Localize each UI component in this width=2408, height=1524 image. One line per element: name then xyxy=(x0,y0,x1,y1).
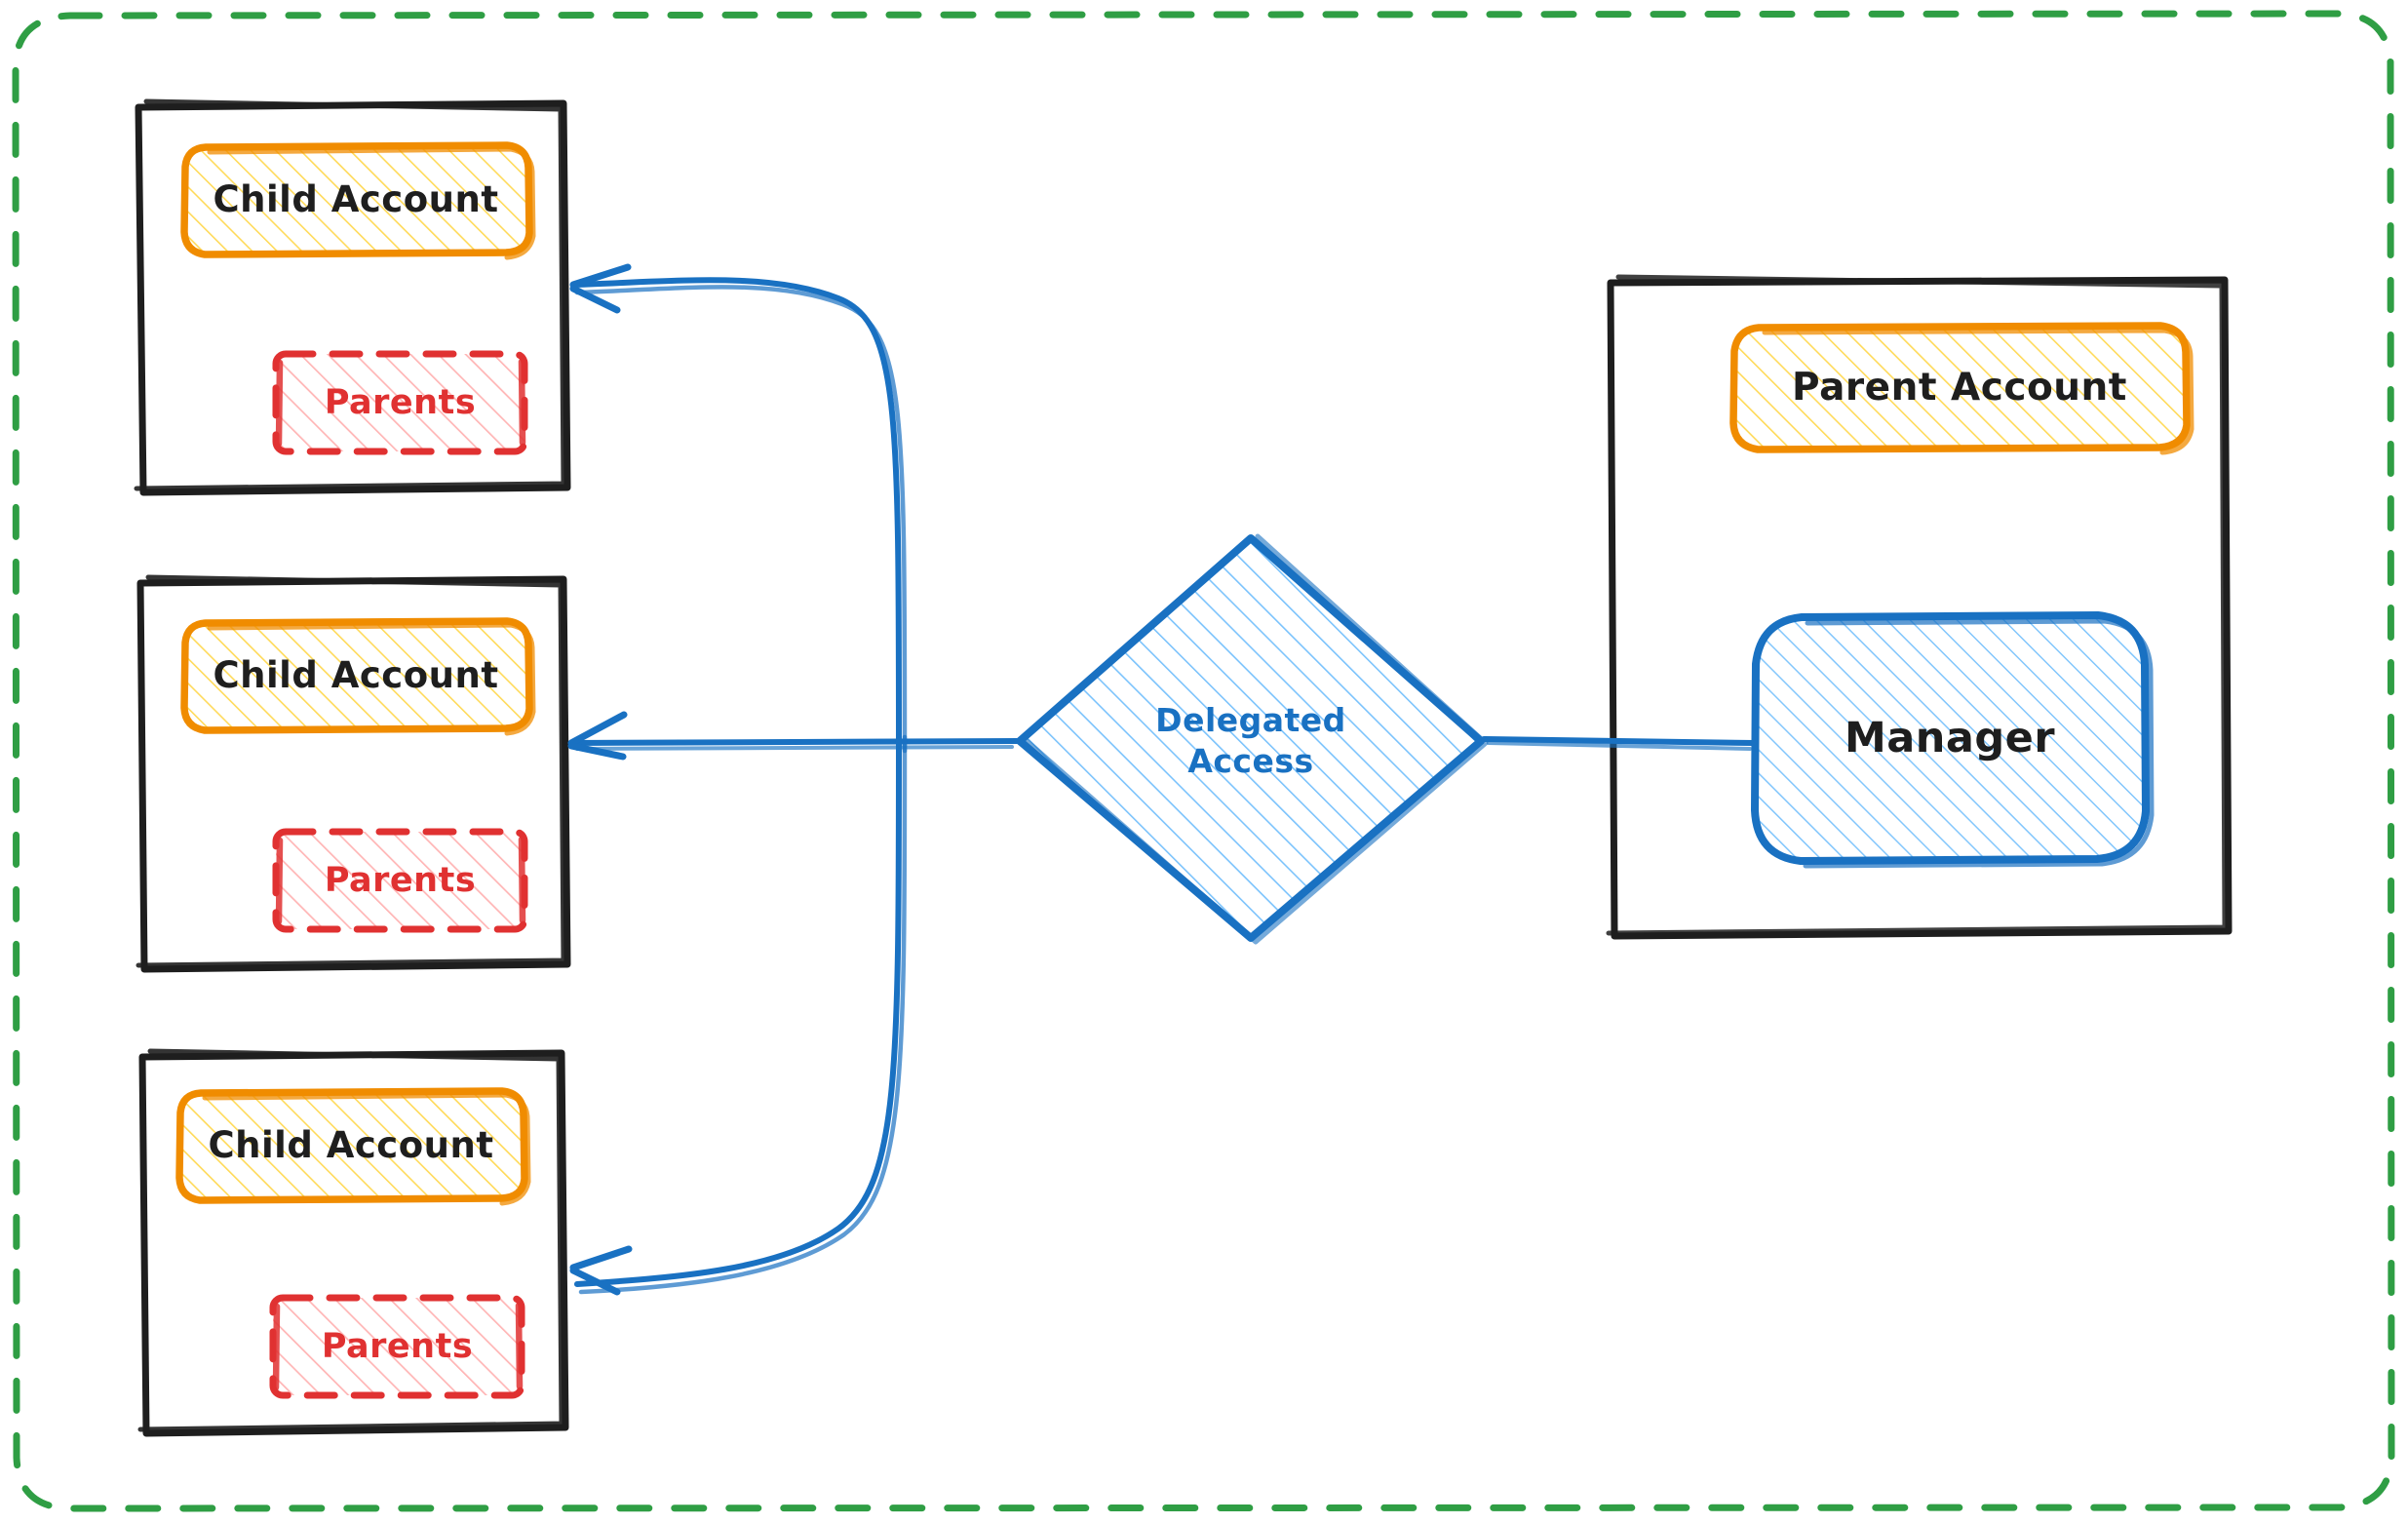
parents-box-3[interactable] xyxy=(269,1294,525,1399)
child-account-box-3[interactable] xyxy=(175,1087,531,1206)
parents-box-2[interactable] xyxy=(272,828,528,933)
manager-box[interactable] xyxy=(1751,611,2155,869)
connector-delegated-to-child-2[interactable] xyxy=(567,711,1020,761)
child-account-box-1[interactable] xyxy=(180,141,536,260)
child-account-container-3[interactable] xyxy=(137,1048,569,1437)
child-account-box-2[interactable] xyxy=(180,617,536,736)
organization-boundary xyxy=(12,10,2395,1512)
connector-delegated-to-child-1[interactable] xyxy=(569,263,908,754)
parent-account-box[interactable] xyxy=(1729,322,2194,455)
child-account-container-1[interactable] xyxy=(134,98,571,496)
delegated-access-diamond[interactable] xyxy=(1016,533,1489,945)
parent-organization-container[interactable] xyxy=(1606,274,2233,940)
connector-manager-to-delegated[interactable] xyxy=(1481,736,1757,751)
parents-box-1[interactable] xyxy=(272,350,528,455)
connector-delegated-to-child-3[interactable] xyxy=(569,734,908,1296)
child-account-container-2[interactable] xyxy=(136,574,571,973)
